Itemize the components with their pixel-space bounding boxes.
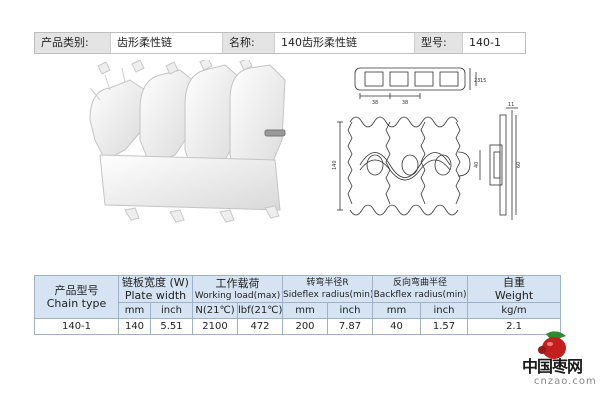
- dim-label-40: 40: [474, 162, 480, 168]
- model-label: 型号:: [415, 33, 463, 53]
- unit-width-inch: inch: [150, 302, 193, 319]
- cell-load-n: 2100: [192, 318, 238, 335]
- header-load-cn: 工作载荷: [215, 276, 260, 290]
- cell-backflex-inch: 1.57: [420, 318, 469, 335]
- header-load: 工作载荷 Working load(max): [192, 275, 283, 303]
- header-backflex-en: Backflex radius(min): [373, 290, 467, 300]
- header-model-en: Chain type: [46, 297, 107, 310]
- cell-sideflex-mm: 200: [282, 318, 328, 335]
- dim-label-38a: 38: [372, 100, 378, 106]
- header-backflex-cn: 反向弯曲半径: [393, 278, 448, 288]
- header-model: 产品型号 Chain type: [34, 275, 119, 319]
- model-value: 140-1: [469, 36, 501, 49]
- unit-sideflex-inch: inch: [326, 302, 374, 319]
- cell-backflex-mm: 40: [372, 318, 422, 335]
- cell-load-lbf: 472: [237, 318, 283, 335]
- dim-label-60: 60: [516, 162, 522, 168]
- header-width-cn: 链板宽度 (W): [122, 276, 189, 290]
- technical-drawings: 38 38 23 15 140 11 60 40: [332, 67, 522, 220]
- header-width: 链板宽度 (W) Plate width: [118, 275, 193, 303]
- unit-load-lbf: lbf(21℃): [237, 302, 283, 319]
- header-model-cn: 产品型号: [54, 284, 99, 297]
- watermark-cn: 中国枣网: [522, 357, 583, 376]
- unit-backflex-inch: inch: [420, 302, 469, 319]
- cell-sideflex-inch: 7.87: [326, 318, 374, 335]
- header-backflex: 反向弯曲半径 Backflex radius(min): [372, 275, 469, 303]
- cell-width-inch: 5.51: [150, 318, 193, 335]
- category-label: 产品类别:: [35, 33, 111, 53]
- unit-load-n: N(21℃): [192, 302, 238, 319]
- dim-label-15: 15: [480, 78, 486, 84]
- header-weight-cn: 自重: [503, 276, 526, 290]
- header-sideflex-en: Sideflex radius(min): [283, 290, 373, 300]
- watermark-en: cnzao.com: [534, 376, 597, 387]
- dim-label-11: 11: [508, 102, 514, 108]
- table-unit-row: mm inch N(21℃) lbf(21℃) mm inch mm inch …: [35, 302, 562, 319]
- product-info-bar: 产品类别: 齿形柔性链 名称: 140齿形柔性链 型号: 140-1: [34, 32, 526, 54]
- unit-width-mm: mm: [118, 302, 151, 319]
- header-sideflex: 转弯半径R Sideflex radius(min): [281, 275, 374, 303]
- dim-label-38b: 38: [402, 100, 408, 106]
- header-load-en: Working load(max): [194, 290, 281, 301]
- chain-product-photo: [89, 60, 286, 223]
- unit-weight: kg/m: [467, 302, 562, 319]
- cell-weight: 2.1: [467, 318, 562, 335]
- cell-model: 140-1: [34, 318, 119, 335]
- category-value: 齿形柔性链: [111, 33, 223, 53]
- header-sideflex-cn: 转弯半径R: [306, 278, 349, 288]
- header-width-en: Plate width: [124, 289, 187, 302]
- cnzao-logo-icon: [538, 331, 566, 359]
- spec-table: 产品型号 Chain type 链板宽度 (W) Plate width 工作载…: [34, 275, 562, 335]
- header-weight: 自重 Weight: [467, 275, 562, 303]
- table-header-row: 产品型号 Chain type 链板宽度 (W) Plate width 工作载…: [34, 275, 562, 319]
- dim-label-140: 140: [332, 160, 338, 170]
- table-row: 140-1 140 5.51 2100 472 200 7.87 40 1.57…: [34, 318, 562, 335]
- dim-label-23: 23: [474, 78, 480, 84]
- name-value: 140齿形柔性链: [275, 33, 415, 53]
- name-label: 名称:: [223, 33, 275, 53]
- unit-backflex-mm: mm: [372, 302, 422, 319]
- unit-sideflex-mm: mm: [282, 302, 328, 319]
- header-weight-en: Weight: [494, 289, 534, 302]
- cell-width-mm: 140: [118, 318, 151, 335]
